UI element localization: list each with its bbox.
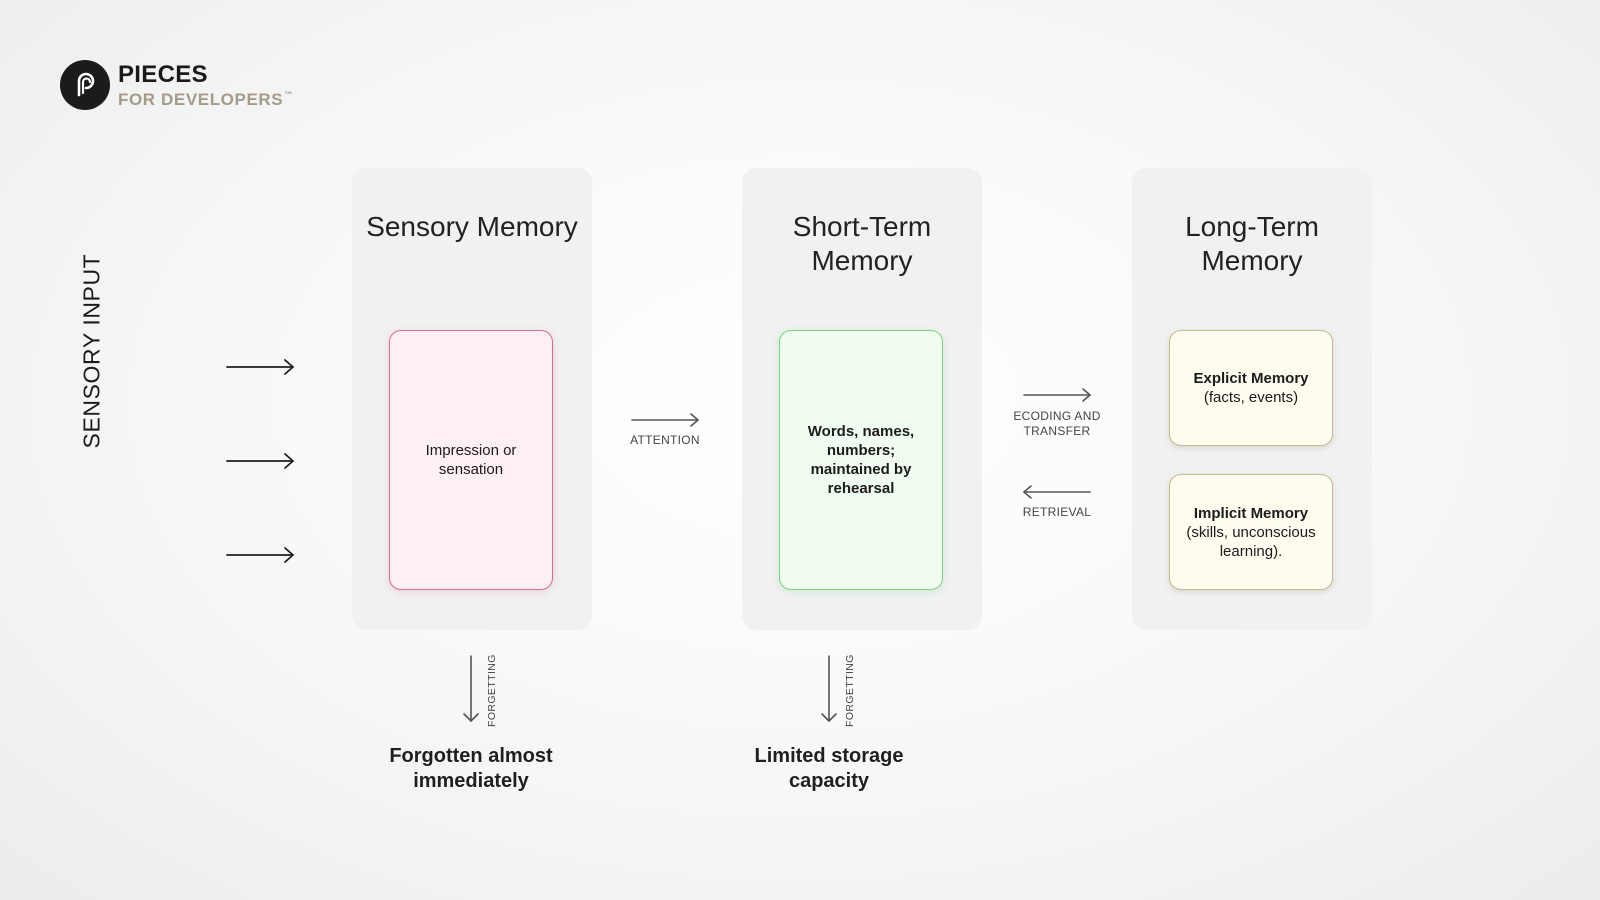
implicit-memory-text: Implicit Memory (skills, unconscious lea…: [1186, 504, 1316, 560]
encoding-arrow: [1023, 388, 1091, 402]
sensory-input-arrow-2: [226, 453, 294, 469]
encoding-transfer-label: ECODING AND TRANSFER: [1013, 409, 1101, 438]
implicit-memory-card: Implicit Memory (skills, unconscious lea…: [1169, 474, 1333, 590]
sensory-forgetting-note: Forgotten almost immediately: [389, 745, 553, 792]
pieces-logo-icon: [60, 60, 110, 110]
short-term-memory-card: Words, names, numbers; maintained by reh…: [779, 330, 943, 590]
attention-arrow: [631, 413, 699, 427]
logo-title: PIECES: [118, 61, 208, 88]
short-term-memory-title: Short-Term Memory: [792, 211, 932, 276]
explicit-memory-text: Explicit Memory (facts, events): [1193, 370, 1309, 406]
short-term-memory-panel: Short-Term Memory Words, names, numbers;…: [742, 168, 982, 630]
forgetting-arrow-2: [821, 655, 837, 722]
sensory-input-arrow-3: [226, 547, 294, 563]
sensory-input-arrow-1: [226, 359, 294, 375]
retrieval-arrow: [1023, 485, 1091, 499]
short-term-forgetting-note: Limited storage capacity: [754, 745, 904, 792]
sensory-memory-card-text: Impression or sensation: [425, 442, 517, 478]
explicit-memory-card: Explicit Memory (facts, events): [1169, 330, 1333, 446]
forgetting-arrow-1: [463, 655, 479, 722]
long-term-memory-panel: Long-Term Memory Explicit Memory (facts,…: [1132, 168, 1372, 630]
logo-subtitle: FOR DEVELOPERS™: [118, 90, 293, 109]
retrieval-label: RETRIEVAL: [1022, 505, 1092, 519]
long-term-memory-title: Long-Term Memory: [1185, 211, 1319, 276]
attention-label: ATTENTION: [630, 433, 700, 447]
sensory-memory-title: Sensory Memory: [366, 211, 578, 242]
short-term-memory-card-text: Words, names, numbers; maintained by reh…: [807, 423, 915, 497]
sensory-memory-card: Impression or sensation: [389, 330, 553, 590]
forgetting-label-2: FORGETTING: [844, 654, 856, 727]
sensory-memory-panel: Sensory Memory Impression or sensation: [352, 168, 592, 630]
forgetting-label-1: FORGETTING: [486, 654, 498, 727]
